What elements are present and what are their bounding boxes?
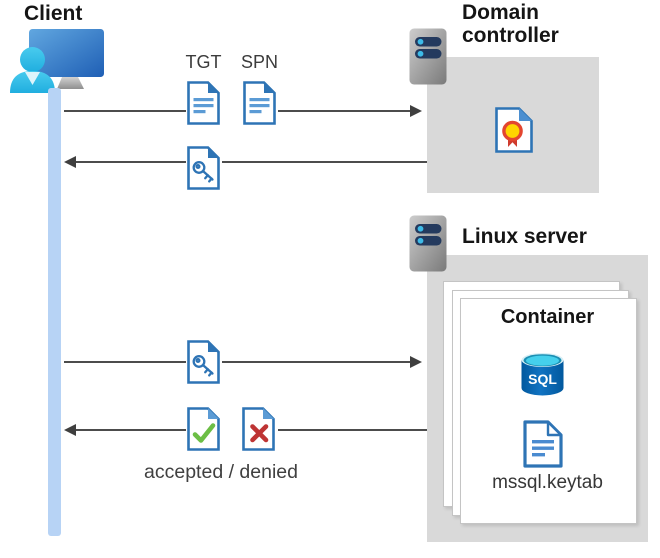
user-at-computer-icon: [8, 27, 105, 93]
message3-line: [64, 361, 186, 363]
container-card: [460, 298, 637, 524]
arrow-left-icon: [64, 156, 76, 168]
key-ticket-document-icon: [187, 340, 220, 384]
keytab-file-label: mssql.keytab: [492, 472, 603, 493]
spn-document-icon: [243, 81, 276, 125]
message3-line: [222, 361, 412, 363]
client-lifeline: [48, 88, 61, 536]
accepted-check-document-icon: [187, 407, 220, 451]
arrow-right-icon: [410, 105, 422, 117]
sql-database-icon: [520, 352, 565, 397]
linux-server-icon: [409, 215, 447, 272]
linux-server-label: Linux server: [462, 225, 587, 248]
denied-x-document-icon: [242, 407, 275, 451]
message2-line: [222, 161, 427, 163]
accepted-denied-label: accepted / denied: [144, 461, 298, 483]
message1-line: [64, 110, 186, 112]
tgt-document-icon: [187, 81, 220, 125]
key-ticket-document-icon: [187, 146, 220, 190]
tgt-label: TGT: [185, 52, 222, 72]
domain-controller-server-icon: [409, 28, 447, 85]
arrow-left-icon: [64, 424, 76, 436]
spn-label: SPN: [241, 52, 279, 72]
sql-badge-label: SQL: [528, 371, 557, 387]
arrow-right-icon: [410, 356, 422, 368]
container-label: Container: [500, 306, 595, 328]
message4-line: [76, 429, 186, 431]
message4-line: [278, 429, 427, 431]
certificate-icon: [495, 107, 533, 153]
client-label: Client: [24, 2, 83, 25]
keytab-document-icon: [523, 420, 563, 468]
message2-line: [76, 161, 186, 163]
domain-controller-label: Domain controller: [462, 1, 559, 47]
message1-line: [278, 110, 412, 112]
